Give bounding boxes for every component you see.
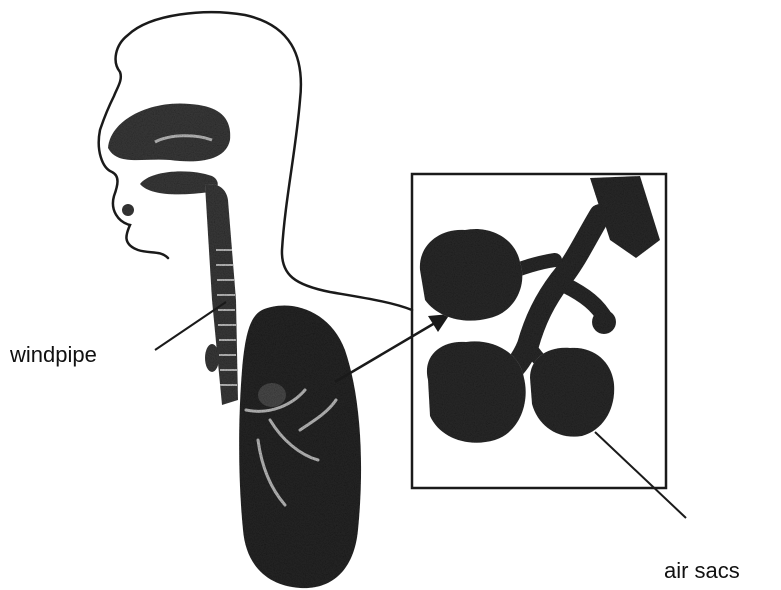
air-sac-cluster-top (420, 229, 522, 321)
windpipe-structure (205, 184, 238, 405)
air-sac-cluster-bottom-left (427, 341, 526, 442)
windpipe-label: windpipe (9, 342, 97, 367)
zoom-arrowhead (428, 314, 450, 332)
air-sacs-leader-line (595, 432, 686, 518)
air-sac-cluster-bottom-right (530, 348, 614, 437)
head-outline (99, 12, 412, 310)
lung (239, 306, 361, 589)
zoom-arrow (335, 320, 440, 382)
air-sacs-label: air sacs (664, 558, 740, 583)
